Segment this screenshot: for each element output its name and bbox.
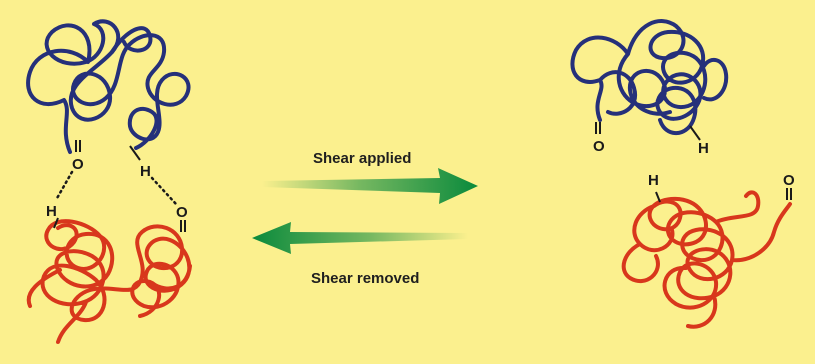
left-hydrogen-upper: H [140, 163, 151, 180]
left-lower-nh-bond [53, 217, 59, 229]
hydrogen-bond-left [54, 170, 74, 202]
left-oxygen-upper: O [72, 156, 84, 173]
left-hydrogen-lower: H [46, 203, 57, 220]
left-red-polymer-coil [26, 219, 192, 344]
shear-applied-arrow [262, 168, 478, 204]
right-hydrogen-upper: H [698, 140, 709, 157]
right-lower-nh-bond [655, 191, 661, 203]
shear-arrows: Shear applied Shear removed [252, 150, 478, 287]
hydrogen-bond-right [150, 176, 178, 206]
left-oxygen-lower: O [176, 204, 188, 221]
left-nh-bond [129, 145, 141, 161]
shear-applied-label: Shear applied [313, 150, 411, 167]
right-hydrogen-lower: H [648, 172, 659, 189]
right-nh-bond [689, 125, 701, 141]
right-red-polymer-coil [621, 190, 792, 329]
right-blue-polymer-coil [570, 19, 729, 136]
right-oxygen-lower: O [783, 172, 795, 189]
shear-removed-arrow [252, 222, 468, 254]
shear-removed-label: Shear removed [311, 270, 419, 287]
separated-state: O H H O [570, 19, 795, 329]
right-oxygen-upper: O [593, 138, 605, 155]
left-blue-polymer-coil [26, 19, 191, 154]
bonded-state: O H H O [26, 19, 192, 344]
